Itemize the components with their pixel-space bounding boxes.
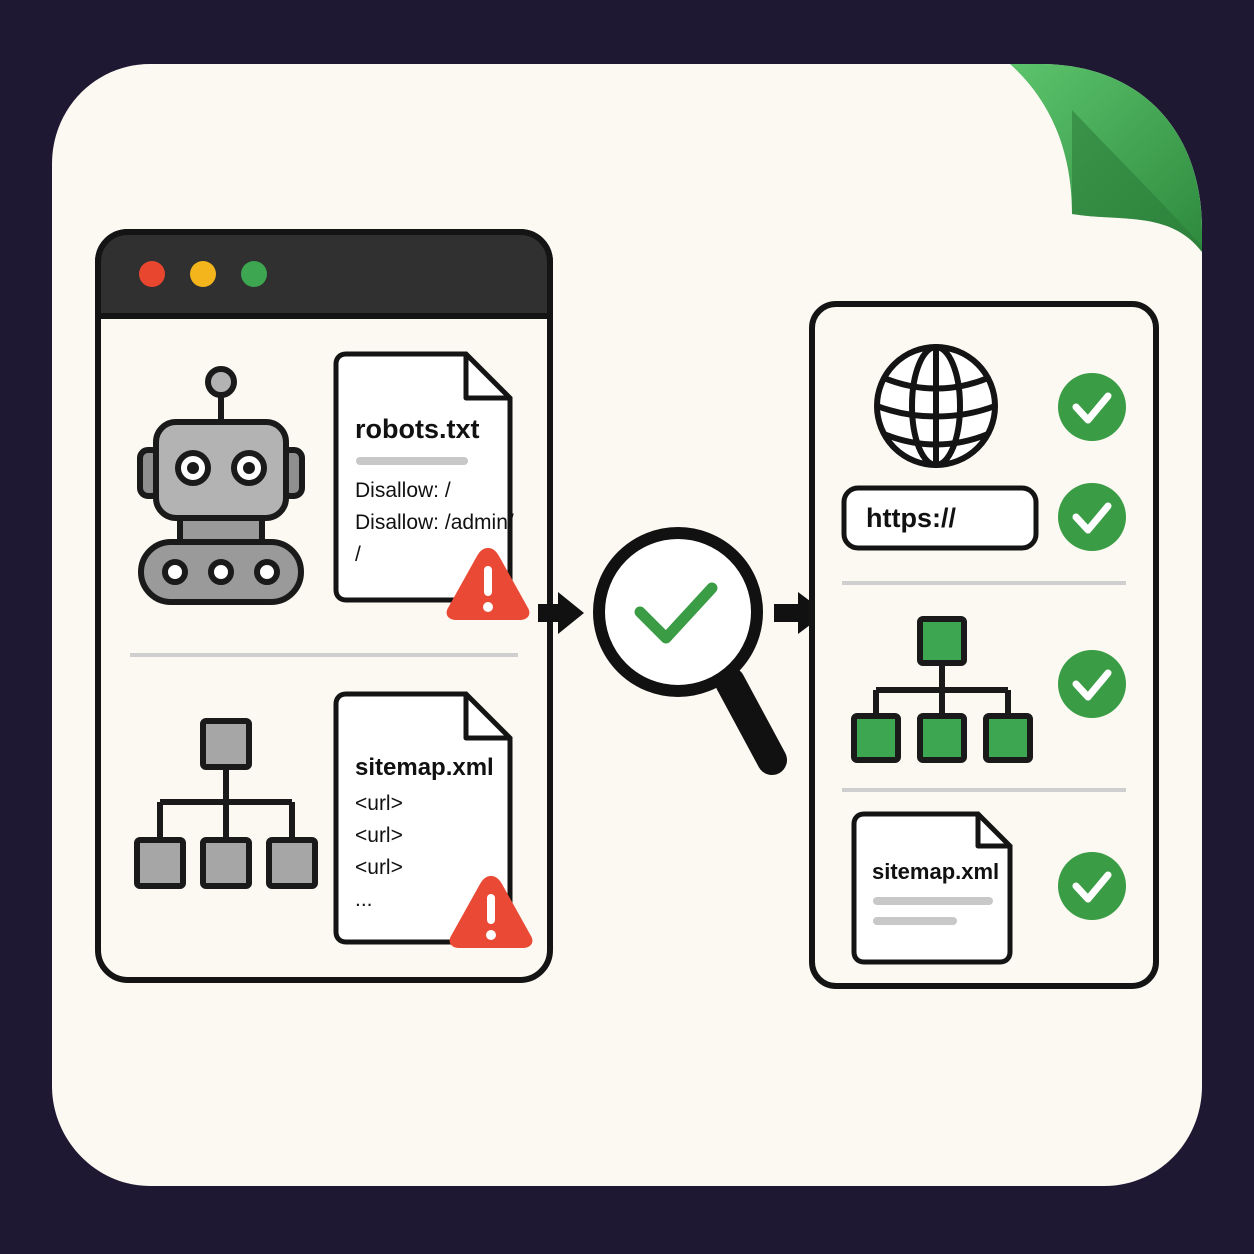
window-titlebar xyxy=(95,229,553,319)
check-circle-icon xyxy=(1058,373,1126,441)
text-placeholder-line xyxy=(873,917,957,925)
window-maximize-dot[interactable] xyxy=(241,261,267,287)
arrow-right-icon xyxy=(538,592,584,634)
title-underline xyxy=(356,457,468,465)
url-box-text: https:// xyxy=(866,503,956,533)
sitemap-xml-title: sitemap.xml xyxy=(355,754,494,781)
sitemap-line-2: <url> xyxy=(355,824,403,847)
window-minimize-dot[interactable] xyxy=(190,261,216,287)
url-box: https:// xyxy=(841,485,1039,551)
sitemap-xml-document: sitemap.xml <url> <url> <url> ... xyxy=(333,691,513,945)
warning-icon xyxy=(446,548,530,620)
check-circle-icon xyxy=(1058,650,1126,718)
check-circle-icon xyxy=(1058,852,1126,920)
text-placeholder-line xyxy=(873,897,993,905)
window-close-dot[interactable] xyxy=(139,261,165,287)
sitemap-line-4: ... xyxy=(355,888,373,911)
robots-line-3: / xyxy=(355,543,361,566)
site-tree-green-icon xyxy=(851,616,1033,763)
sitemap-valid-title: sitemap.xml xyxy=(872,859,999,884)
site-tree-gray-icon xyxy=(134,718,318,889)
sitemap-xml-document-valid: sitemap.xml xyxy=(851,811,1013,965)
robots-line-1: Disallow: / xyxy=(355,479,451,502)
warning-icon xyxy=(449,876,533,948)
magnifier-check-icon xyxy=(593,527,787,775)
check-circle-icon xyxy=(1058,483,1126,551)
sitemap-line-3: <url> xyxy=(355,856,403,879)
globe-icon xyxy=(874,344,998,468)
robots-line-2: Disallow: /admin/ xyxy=(355,511,514,534)
corner-fold-icon xyxy=(1010,64,1202,252)
robots-txt-title: robots.txt xyxy=(355,414,480,444)
robot-icon xyxy=(137,366,305,605)
sitemap-line-1: <url> xyxy=(355,792,403,815)
